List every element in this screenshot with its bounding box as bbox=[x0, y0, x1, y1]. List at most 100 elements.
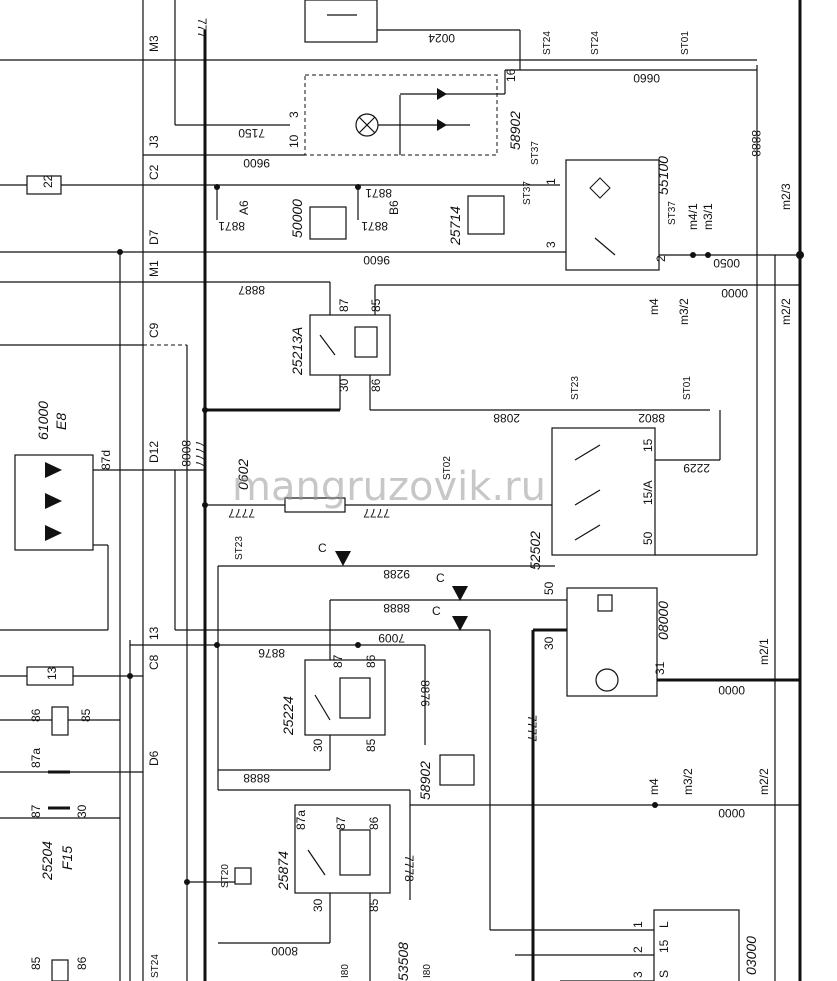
wire-label-0000b: 0000 bbox=[718, 683, 745, 697]
comp-label-08000: 08000 bbox=[655, 601, 671, 640]
pin-87d: 87d bbox=[99, 450, 113, 470]
node-0050-b bbox=[705, 252, 711, 258]
marker-c16-icon bbox=[335, 551, 351, 566]
relay-25224-coil bbox=[339, 677, 371, 719]
relay-25874-contact bbox=[307, 849, 326, 876]
pin-87-25204: 87 bbox=[29, 804, 43, 818]
node-777-25213 bbox=[202, 407, 208, 413]
pin-30-25204: 30 bbox=[75, 804, 89, 818]
starter-solenoid bbox=[597, 594, 613, 612]
wire-label-7777a: 7777 bbox=[193, 440, 207, 467]
conn-label-st37b: ST37 bbox=[522, 181, 533, 205]
pin-15a: 15/A bbox=[641, 480, 655, 505]
wire-label-8802: 8802 bbox=[638, 411, 665, 425]
wire-label-8888b: 8888 bbox=[383, 601, 410, 615]
node-8876-b bbox=[355, 642, 361, 648]
bus-label-m3-2a: m3/2 bbox=[677, 298, 691, 325]
comp-label-f15: F15 bbox=[59, 846, 75, 870]
comp-label-61000: 61000 bbox=[35, 401, 51, 440]
switch-52502-2 bbox=[574, 489, 601, 506]
marker-c18-icon bbox=[452, 586, 468, 601]
wire-label-8888c: 8888 bbox=[243, 771, 270, 785]
pin-l-03000: L bbox=[657, 921, 671, 928]
node-st20 bbox=[184, 879, 190, 885]
bus-label-m2-3: m2/3 bbox=[779, 183, 793, 210]
node-m2-3 bbox=[796, 251, 804, 259]
conn-label-m1: M1 bbox=[147, 260, 161, 277]
comp-label-52502: 52502 bbox=[527, 531, 543, 570]
wire-label-0024: 0024 bbox=[428, 31, 455, 45]
pin-85-25874: 85 bbox=[367, 898, 381, 912]
pin-15: 15 bbox=[641, 438, 655, 452]
component-55100 bbox=[565, 159, 660, 271]
fuse-label-22: 22 bbox=[41, 174, 55, 188]
conn-label-b6: B6 bbox=[387, 200, 401, 215]
bus-label-m3-2b: m3/2 bbox=[681, 768, 695, 795]
comp-label-58902-top: 58902 bbox=[507, 111, 523, 150]
conn-label-i80a: I80 bbox=[340, 964, 351, 978]
pin-2: 2 bbox=[654, 255, 668, 262]
conn-label-st23b: ST23 bbox=[234, 536, 245, 560]
comp-label-25714: 25714 bbox=[447, 206, 463, 246]
conn-label-j3: J3 bbox=[147, 135, 161, 148]
conn-label-a6: A6 bbox=[237, 200, 251, 215]
comp-label-50000: 50000 bbox=[289, 199, 305, 238]
conn-label-d7: D7 bbox=[147, 229, 161, 245]
pin-30-25213: 30 bbox=[337, 378, 351, 392]
pin-85-bottom: 85 bbox=[29, 956, 43, 970]
wire-label-0050: 0050 bbox=[713, 256, 740, 270]
conn-label-st24a: ST24 bbox=[542, 31, 553, 55]
bus-label-m3-1: m3/1 bbox=[701, 203, 715, 230]
comp-label-53508: 53508 bbox=[395, 942, 411, 981]
component-50000 bbox=[309, 206, 347, 240]
switch-52502-1 bbox=[574, 444, 601, 461]
conn-label-st37c: ST37 bbox=[667, 201, 678, 225]
pin-1: 1 bbox=[544, 178, 558, 185]
conn-label-st24c: ST24 bbox=[150, 954, 161, 978]
relay-25204-coil bbox=[51, 706, 69, 736]
comp-label-55100: 55100 bbox=[655, 156, 671, 195]
diode-61000-2-icon bbox=[45, 493, 62, 509]
conn-label-d12: D12 bbox=[147, 441, 161, 463]
marker-c18: C bbox=[436, 571, 445, 585]
diode-61000-3-icon bbox=[45, 525, 62, 541]
node-8876-a bbox=[214, 642, 220, 648]
node-0050-a bbox=[690, 252, 696, 258]
resistor-0602 bbox=[284, 497, 346, 513]
pin-50-starter: 50 bbox=[542, 581, 556, 595]
pin-16: 16 bbox=[504, 68, 518, 82]
wire-label-8876c: 8876 bbox=[418, 680, 432, 707]
pin-2-03000: 2 bbox=[631, 946, 645, 953]
relay-25874-coil bbox=[339, 829, 371, 876]
wire-label-0000a: 0000 bbox=[721, 286, 748, 300]
pin-31: 31 bbox=[653, 661, 667, 675]
pin-86-25213: 86 bbox=[369, 378, 383, 392]
pin-s-03000: S bbox=[657, 970, 671, 978]
node-c8 bbox=[127, 673, 133, 679]
comp-label-0602: 0602 bbox=[235, 459, 251, 490]
conn-label-st02: ST02 bbox=[442, 456, 453, 480]
comp-label-58902-mid: 58902 bbox=[417, 761, 433, 800]
marker-c16: C bbox=[318, 541, 327, 555]
pin-86-bottom: 86 bbox=[75, 956, 89, 970]
pin-15-03000: 15 bbox=[657, 939, 671, 953]
switch-52502-3 bbox=[574, 524, 601, 541]
diode-61000-1-icon bbox=[45, 462, 62, 478]
pin-85-25213: 85 bbox=[369, 298, 383, 312]
conn-label-13: 13 bbox=[147, 626, 161, 640]
conn-label-c9: C9 bbox=[147, 322, 161, 338]
wire-label-8888: 8888 bbox=[749, 130, 763, 157]
pin-3: 3 bbox=[287, 111, 301, 118]
marker-c1-icon bbox=[452, 616, 468, 631]
comp-label-25224: 25224 bbox=[280, 696, 296, 736]
node-d7 bbox=[117, 249, 123, 255]
pin-30-starter: 30 bbox=[542, 636, 556, 650]
pin-86-25224: 86 bbox=[364, 654, 378, 668]
pin-87-25213: 87 bbox=[337, 298, 351, 312]
relay-bottom-coil bbox=[51, 959, 69, 981]
lamp-cross-b bbox=[358, 116, 376, 134]
wire-label-8876b: 8876 bbox=[258, 646, 285, 660]
diamond-icon bbox=[589, 177, 611, 199]
bus-label-m2-1: m2/1 bbox=[757, 638, 771, 665]
conn-label-st23a: ST23 bbox=[570, 376, 581, 400]
